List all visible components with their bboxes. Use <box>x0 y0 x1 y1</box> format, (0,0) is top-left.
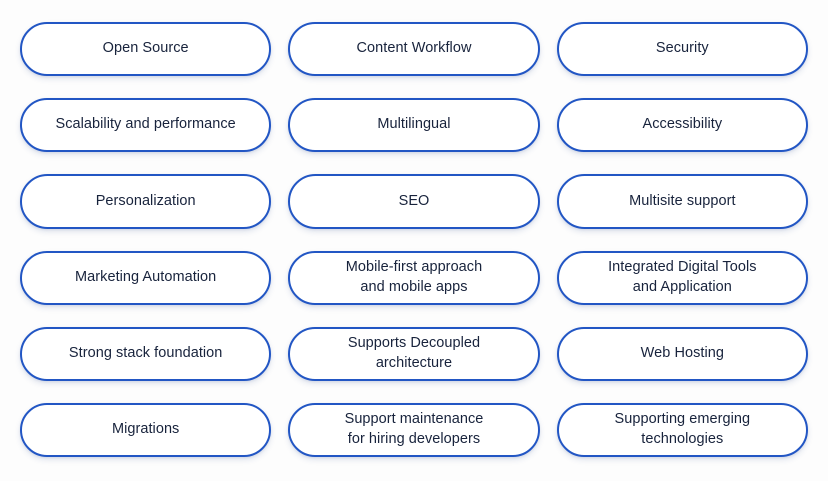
pill-label: Content Workflow <box>356 40 472 57</box>
pill-card-integrated-digital-tools[interactable]: Integrated Digital Tools and Application <box>556 250 808 305</box>
pill-card-content-workflow[interactable]: Content Workflow <box>288 22 540 77</box>
pill-label: Strong stack foundation <box>68 344 223 361</box>
pill-label: Open Source <box>102 40 189 57</box>
pill-label: Support maintenance for hiring developer… <box>344 411 484 447</box>
pill-label: Personalization <box>95 192 196 209</box>
pill-label: Marketing Automation <box>75 268 217 285</box>
pill-card-migrations[interactable]: Migrations <box>20 402 272 457</box>
pill-card-accessibility[interactable]: Accessibility <box>556 98 808 153</box>
pill-card-strong-stack-foundation[interactable]: Strong stack foundation <box>20 326 272 381</box>
pill-label: Multisite support <box>629 192 736 209</box>
pill-label: Supporting emerging technologies <box>614 411 751 447</box>
pill-label: Web Hosting <box>640 344 724 361</box>
pill-card-emerging-technologies[interactable]: Supporting emerging technologies <box>556 402 808 457</box>
pill-label: Mobile-first approach and mobile apps <box>345 259 483 295</box>
pill-card-marketing-automation[interactable]: Marketing Automation <box>20 250 272 305</box>
pill-card-mobile-first[interactable]: Mobile-first approach and mobile apps <box>288 250 540 305</box>
pill-card-open-source[interactable]: Open Source <box>20 22 272 77</box>
pill-label: Multilingual <box>377 116 451 133</box>
pill-label: Security <box>655 40 709 57</box>
pill-card-security[interactable]: Security <box>556 22 808 77</box>
pill-card-support-maintenance[interactable]: Support maintenance for hiring developer… <box>288 402 540 457</box>
pill-card-personalization[interactable]: Personalization <box>20 174 272 229</box>
pill-label: Migrations <box>111 421 180 438</box>
pill-label: Scalability and performance <box>55 116 236 133</box>
pill-card-scalability-performance[interactable]: Scalability and performance <box>20 98 272 153</box>
pill-card-multisite-support[interactable]: Multisite support <box>556 174 808 229</box>
pill-label: Integrated Digital Tools and Application <box>608 259 757 295</box>
pill-label: SEO <box>398 192 430 209</box>
pill-card-web-hosting[interactable]: Web Hosting <box>556 326 808 381</box>
pill-label: Accessibility <box>642 116 723 133</box>
pill-card-seo[interactable]: SEO <box>288 174 540 229</box>
pill-label: Supports Decoupled architecture <box>347 335 481 371</box>
pill-card-multilingual[interactable]: Multilingual <box>288 98 540 153</box>
pill-card-decoupled-architecture[interactable]: Supports Decoupled architecture <box>288 326 540 381</box>
